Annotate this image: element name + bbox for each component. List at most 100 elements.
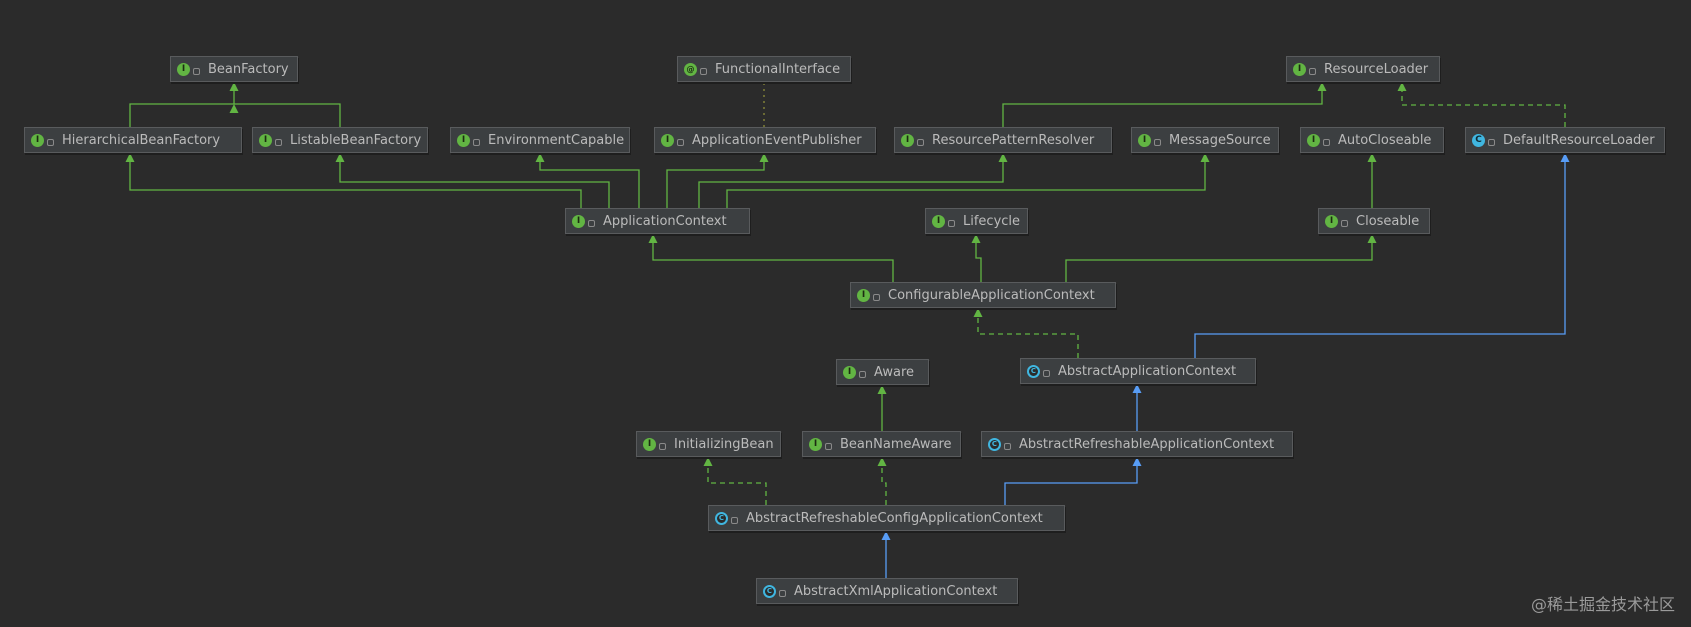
arrowhead-icon (703, 457, 713, 466)
node-abstract-refreshable-application-context[interactable]: C AbstractRefreshableApplicationContext (981, 431, 1293, 457)
public-visibility-icon (1488, 138, 1495, 146)
public-visibility-icon (588, 219, 595, 227)
node-label: AutoCloseable (1338, 132, 1432, 148)
arrowhead-icon (1132, 457, 1142, 466)
edge-application-context-to-message-source (726, 153, 1206, 208)
node-functional-interface[interactable]: @FunctionalInterface (677, 56, 851, 82)
arrowhead-icon (1132, 384, 1142, 393)
arrowhead-icon (648, 234, 658, 243)
interface-badge-icon: I (857, 288, 870, 302)
annotation-badge-icon: @ (684, 62, 697, 76)
public-visibility-icon (948, 219, 955, 227)
node-bean-factory[interactable]: I BeanFactory (170, 56, 298, 82)
public-visibility-icon (873, 293, 880, 301)
node-label: AbstractXmlApplicationContext (794, 583, 998, 599)
node-label: ApplicationContext (603, 213, 727, 229)
interface-badge-icon: I (572, 214, 585, 228)
interface-badge-icon: I (843, 365, 856, 379)
node-listable-bean-factory[interactable]: I ListableBeanFactory (252, 127, 428, 153)
interface-badge-icon: I (31, 133, 44, 147)
node-label: ResourcePatternResolver (932, 132, 1095, 148)
arrowhead-icon (535, 153, 545, 162)
arrowhead-icon (229, 82, 239, 91)
arrowhead-icon (1560, 153, 1570, 162)
public-visibility-icon (700, 67, 707, 75)
public-visibility-icon (275, 138, 282, 146)
watermark: @稀土掘金技术社区 (1530, 595, 1675, 614)
interface-badge-icon: I (661, 133, 674, 147)
edge-resource-pattern-resolver-to-resource-loader (1002, 82, 1323, 127)
node-abstract-application-context[interactable]: C AbstractApplicationContext (1020, 358, 1256, 384)
public-visibility-icon (825, 442, 832, 450)
node-environment-capable[interactable]: I EnvironmentCapable (450, 127, 630, 153)
edge-application-context-to-environment-capable (539, 153, 640, 208)
node-hierarchical-bean-factory[interactable]: I HierarchicalBeanFactory (24, 127, 242, 153)
arrowhead-icon (125, 153, 135, 162)
public-visibility-icon (1341, 219, 1348, 227)
interface-badge-icon: I (177, 62, 190, 76)
interface-badge-icon: I (1325, 214, 1338, 228)
interface-badge-icon: I (809, 437, 822, 451)
public-visibility-icon (1154, 138, 1161, 146)
arrowhead-icon (971, 234, 981, 243)
node-label: AbstractRefreshableApplicationContext (1019, 436, 1275, 452)
arrowhead-icon (881, 531, 891, 540)
public-visibility-icon (1043, 369, 1050, 377)
abstract-badge-icon: C (763, 584, 776, 598)
edge-application-context-to-application-event-publisher (666, 153, 765, 208)
edge-abstract-refreshable-config-application-context-to-abstract-refreshable-application-context (1004, 457, 1138, 505)
class-badge-icon: C (1472, 133, 1485, 147)
arrowhead-icon (877, 457, 887, 466)
interface-badge-icon: I (457, 133, 470, 147)
interface-badge-icon: I (1293, 62, 1306, 76)
edge-abstract-application-context-to-configurable-application-context (977, 308, 1079, 358)
arrowhead-icon (229, 104, 239, 113)
node-abstract-xml-application-context[interactable]: C AbstractXmlApplicationContext (756, 578, 1018, 604)
public-visibility-icon (779, 589, 786, 597)
public-visibility-icon (917, 138, 924, 146)
arrowhead-icon (1397, 82, 1407, 91)
node-label: EnvironmentCapable (488, 132, 625, 148)
node-label: ApplicationEventPublisher (692, 132, 862, 148)
public-visibility-icon (1004, 442, 1011, 450)
edge-default-resource-loader-to-resource-loader (1401, 82, 1566, 127)
edge-application-context-to-resource-pattern-resolver (698, 153, 1004, 208)
node-application-context[interactable]: I ApplicationContext (565, 208, 750, 234)
edge-application-context-to-listable-bean-factory (339, 153, 610, 208)
interface-badge-icon: I (932, 214, 945, 228)
public-visibility-icon (731, 516, 738, 524)
node-label: BeanFactory (208, 61, 289, 77)
node-application-event-publisher[interactable]: I ApplicationEventPublisher (654, 127, 876, 153)
edge-configurable-application-context-to-lifecycle (975, 234, 982, 282)
interface-badge-icon: I (643, 437, 656, 451)
public-visibility-icon (859, 370, 866, 378)
public-visibility-icon (659, 442, 666, 450)
node-label: ListableBeanFactory (290, 132, 422, 148)
node-label: AbstractRefreshableConfigApplicationCont… (746, 510, 1043, 526)
arrowhead-icon (973, 308, 983, 317)
interface-badge-icon: I (1138, 133, 1151, 147)
abstract-badge-icon: C (988, 437, 1001, 451)
node-label: HierarchicalBeanFactory (62, 132, 221, 148)
interface-badge-icon: I (259, 133, 272, 147)
public-visibility-icon (473, 138, 480, 146)
edge-listable-bean-factory-to-bean-factory (234, 103, 341, 127)
node-label: AbstractApplicationContext (1058, 363, 1237, 379)
arrowhead-icon (998, 153, 1008, 162)
public-visibility-icon (1323, 138, 1330, 146)
edge-abstract-refreshable-config-application-context-to-bean-name-aware (881, 457, 887, 505)
abstract-badge-icon: C (1027, 364, 1040, 378)
